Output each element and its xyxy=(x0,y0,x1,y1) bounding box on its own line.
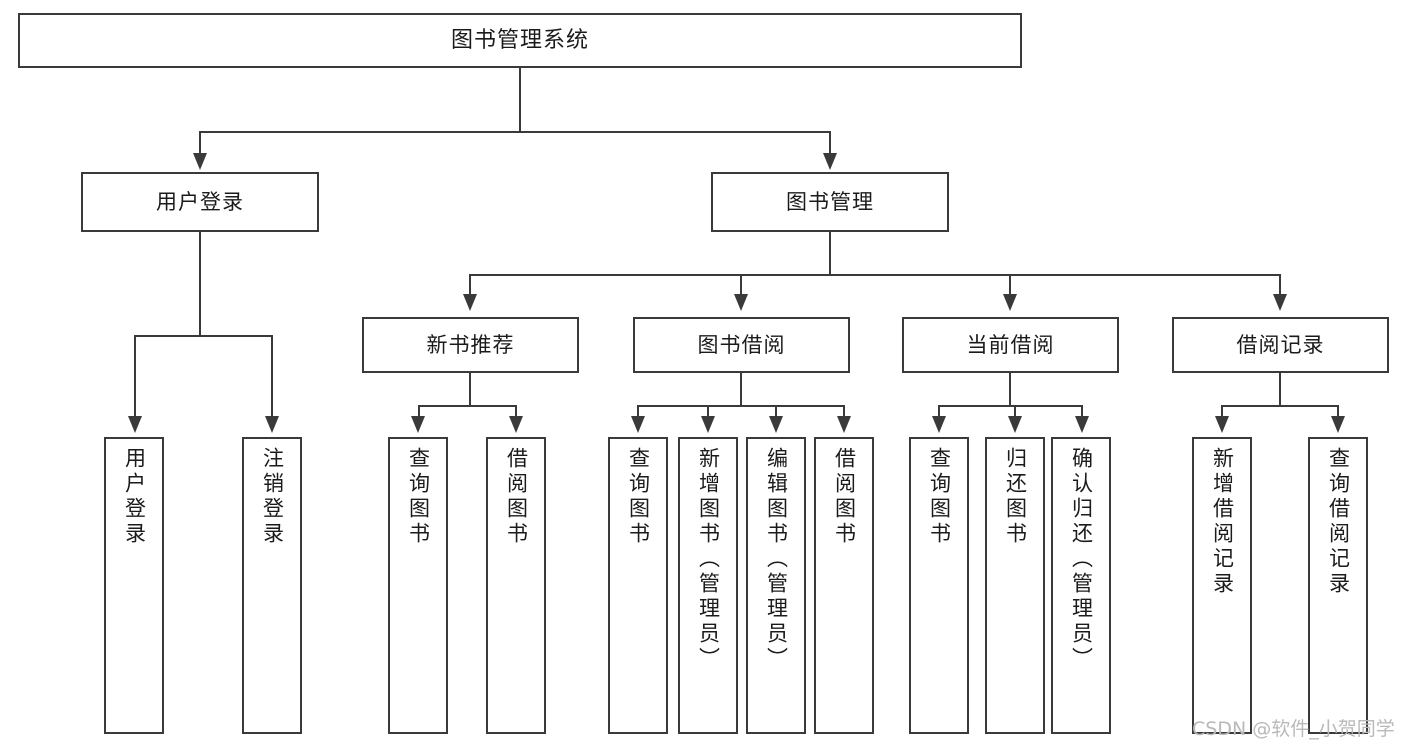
connector-drop-leaf-confirm-return xyxy=(1081,405,1083,418)
arrowhead-current-borrow xyxy=(1003,294,1017,311)
node-label: 用户登录 xyxy=(122,447,147,547)
node-leaf-return-book[interactable]: 归还图书 xyxy=(985,437,1045,734)
node-label: 归还图书 xyxy=(1003,447,1028,547)
arrowhead-leaf-logout xyxy=(265,416,279,433)
connector-drop-leaf-user-login xyxy=(134,335,136,418)
connector-drop-leaf-logout xyxy=(271,335,273,418)
connector-drop-leaf-return-book xyxy=(1014,405,1016,418)
connector-drop-leaf-add-book xyxy=(707,405,709,418)
arrowhead-leaf-add-record xyxy=(1215,416,1229,433)
connector-level2-bus xyxy=(199,131,831,133)
node-user-login[interactable]: 用户登录 xyxy=(81,172,319,232)
node-leaf-add-book-admin[interactable]: 新增图书（管理员） xyxy=(678,437,738,734)
connector-user-login-stem xyxy=(199,232,201,335)
arrowhead-leaf-query-book-1 xyxy=(411,416,425,433)
node-book-management[interactable]: 图书管理 xyxy=(711,172,949,232)
connector-borrow-record-stem xyxy=(1279,373,1281,405)
node-leaf-user-login[interactable]: 用户登录 xyxy=(104,437,164,734)
connector-book-borrow-bus xyxy=(637,405,844,407)
connector-drop-leaf-query-book-2 xyxy=(637,405,639,418)
node-label: 借阅图书 xyxy=(504,447,529,547)
arrowhead-leaf-borrow-book-1 xyxy=(509,416,523,433)
node-leaf-logout[interactable]: 注销登录 xyxy=(242,437,302,734)
node-borrow-record[interactable]: 借阅记录 xyxy=(1172,317,1389,373)
arrowhead-leaf-edit-book xyxy=(769,416,783,433)
node-leaf-query-book-3[interactable]: 查询图书 xyxy=(909,437,969,734)
arrowhead-book-borrow xyxy=(734,294,748,311)
arrowhead-borrow-record xyxy=(1273,294,1287,311)
connector-root-stem xyxy=(519,68,521,131)
node-label: 查询图书 xyxy=(406,447,431,547)
node-label: 图书管理系统 xyxy=(450,27,589,53)
node-label: 借阅记录 xyxy=(1236,332,1325,357)
connector-drop-leaf-add-record xyxy=(1221,405,1223,418)
node-leaf-confirm-return-admin[interactable]: 确认归还（管理员） xyxy=(1051,437,1111,734)
node-root-book-management-system[interactable]: 图书管理系统 xyxy=(18,13,1022,68)
node-book-borrow[interactable]: 图书借阅 xyxy=(633,317,850,373)
node-label: 查询图书 xyxy=(927,447,952,547)
arrowhead-leaf-user-login xyxy=(128,416,142,433)
connector-drop-book-borrow xyxy=(740,274,742,296)
connector-drop-leaf-query-book-3 xyxy=(938,405,940,418)
connector-level2-drop-book-manage xyxy=(829,131,831,155)
connector-new-book-rec-stem xyxy=(469,373,471,405)
connector-borrow-record-bus xyxy=(1221,405,1338,407)
node-label: 确认归还（管理员） xyxy=(1069,447,1094,672)
arrowhead-leaf-query-book-3 xyxy=(932,416,946,433)
node-leaf-borrow-book-2[interactable]: 借阅图书 xyxy=(814,437,874,734)
arrowhead-leaf-query-book-2 xyxy=(631,416,645,433)
connector-user-login-bus xyxy=(134,335,272,337)
node-label: 当前借阅 xyxy=(966,332,1055,357)
node-leaf-query-borrow-record[interactable]: 查询借阅记录 xyxy=(1308,437,1368,734)
node-label: 用户登录 xyxy=(156,189,244,214)
arrowhead-user-login xyxy=(193,153,207,170)
node-leaf-query-book-2[interactable]: 查询图书 xyxy=(608,437,668,734)
arrowhead-new-book-rec xyxy=(463,294,477,311)
connector-drop-new-book-rec xyxy=(469,274,471,296)
node-leaf-edit-book-admin[interactable]: 编辑图书（管理员） xyxy=(746,437,806,734)
node-leaf-query-book-1[interactable]: 查询图书 xyxy=(388,437,448,734)
connector-new-book-rec-bus xyxy=(418,405,517,407)
node-label: 新书推荐 xyxy=(426,332,515,357)
connector-current-borrow-bus xyxy=(938,405,1083,407)
arrowhead-leaf-borrow-book-2 xyxy=(837,416,851,433)
connector-drop-leaf-borrow-book-2 xyxy=(843,405,845,418)
connector-level3-bus xyxy=(469,274,1280,276)
connector-book-manage-stem xyxy=(829,232,831,274)
node-label: 查询借阅记录 xyxy=(1326,447,1351,597)
connector-level2-drop-user-login xyxy=(199,131,201,155)
connector-drop-borrow-record xyxy=(1279,274,1281,296)
connector-drop-leaf-borrow-book-1 xyxy=(515,405,517,418)
node-label: 图书管理 xyxy=(786,189,874,214)
node-label: 注销登录 xyxy=(260,447,285,547)
connector-drop-leaf-query-record xyxy=(1337,405,1339,418)
node-label: 新增图书（管理员） xyxy=(696,447,721,672)
node-label: 编辑图书（管理员） xyxy=(764,447,789,672)
node-new-book-recommendation[interactable]: 新书推荐 xyxy=(362,317,579,373)
connector-drop-leaf-query-book-1 xyxy=(418,405,420,418)
arrowhead-book-manage xyxy=(823,153,837,170)
connector-drop-current-borrow xyxy=(1009,274,1011,296)
connector-book-borrow-stem xyxy=(740,373,742,405)
node-label: 查询图书 xyxy=(626,447,651,547)
node-label: 借阅图书 xyxy=(832,447,857,547)
node-leaf-add-borrow-record[interactable]: 新增借阅记录 xyxy=(1192,437,1252,734)
connector-drop-leaf-edit-book xyxy=(775,405,777,418)
arrowhead-leaf-confirm-return xyxy=(1075,416,1089,433)
node-label: 图书借阅 xyxy=(697,332,786,357)
node-label: 新增借阅记录 xyxy=(1210,447,1235,597)
arrowhead-leaf-add-book xyxy=(701,416,715,433)
node-leaf-borrow-book-1[interactable]: 借阅图书 xyxy=(486,437,546,734)
connector-current-borrow-stem xyxy=(1009,373,1011,405)
arrowhead-leaf-return-book xyxy=(1008,416,1022,433)
arrowhead-leaf-query-record xyxy=(1331,416,1345,433)
node-current-borrow[interactable]: 当前借阅 xyxy=(902,317,1119,373)
